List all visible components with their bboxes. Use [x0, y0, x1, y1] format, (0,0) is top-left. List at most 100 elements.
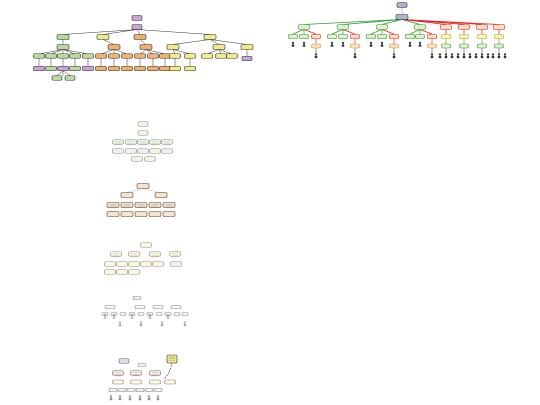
diagram-node-105	[162, 211, 176, 217]
diagram-node-136	[137, 363, 147, 367]
diagram-edge-26	[218, 49, 233, 55]
person-icon	[392, 53, 396, 59]
root-child-node	[395, 14, 409, 20]
person-icon-head	[341, 41, 345, 45]
diagram-node-149	[144, 387, 154, 393]
person-icon-head	[450, 53, 454, 56]
diagram-node-64	[405, 33, 415, 40]
diagram-node-18	[95, 53, 107, 59]
diagram-node-125	[101, 312, 109, 316]
person-icon	[408, 41, 412, 47]
person-icon	[156, 395, 160, 401]
diagram-node-67	[441, 33, 451, 40]
diagram-edge-47	[381, 19, 403, 25]
diagram-node-73	[389, 43, 399, 49]
diagram-node-84	[149, 139, 161, 145]
person-icon	[330, 41, 334, 47]
person-icon-body	[462, 55, 466, 59]
diagram-node-87	[125, 148, 137, 154]
diagram-node-110	[169, 251, 181, 257]
person-icon-head	[166, 313, 170, 316]
person-icon-head	[112, 313, 116, 316]
note-box	[166, 354, 178, 364]
diagram-node-38	[147, 65, 159, 72]
person-icon	[341, 41, 345, 47]
person-icon-body	[468, 55, 472, 59]
person-icon-body	[392, 55, 396, 59]
diagram-node-90	[161, 148, 173, 154]
diagram-node-131	[155, 312, 163, 316]
person-icon-body	[330, 44, 334, 47]
diagram-edge-4	[136, 29, 211, 35]
diagram-node-29	[33, 65, 45, 72]
diagram-node-27	[215, 53, 227, 59]
diagram-node-120	[132, 295, 142, 301]
diagram-edge-2	[102, 29, 138, 35]
note-connector	[163, 362, 173, 380]
diagram-node-132	[164, 312, 172, 316]
person-icon-head	[474, 53, 478, 56]
diagram-edge-20	[145, 49, 154, 55]
diagram-edge-1	[62, 29, 138, 35]
diagram-node-116	[170, 261, 182, 267]
diagram-node-41	[184, 65, 196, 72]
person-icon	[438, 53, 442, 59]
diagram-node-108	[128, 251, 140, 257]
diagram-node-21	[134, 53, 146, 59]
diagram-node-55	[288, 33, 298, 40]
diagram-node-16	[69, 53, 81, 59]
diagram-node-135	[118, 358, 130, 364]
person-icon-head	[291, 41, 295, 45]
person-icon-body	[156, 397, 160, 401]
diagram-node-142	[130, 379, 142, 385]
diagram-node-128	[128, 312, 136, 316]
diagram-node-126	[110, 312, 118, 316]
diagram-node-28	[226, 53, 238, 59]
diagram-node-10	[166, 44, 180, 50]
person-icon-body	[438, 55, 442, 59]
person-icon-head	[109, 395, 113, 398]
person-icon-head	[456, 53, 460, 56]
diagram-node-19	[108, 53, 120, 59]
person-icon-head	[392, 53, 396, 56]
diagram-node-117	[104, 269, 116, 275]
diagram-node-89	[149, 148, 161, 154]
diagram-edge-86	[142, 188, 162, 193]
person-icon-head	[491, 53, 495, 56]
diagram-edge-43	[62, 70, 71, 76]
diagram-node-141	[112, 379, 124, 385]
person-icon-body	[118, 397, 122, 401]
person-icon-head	[128, 395, 132, 398]
diagram-node-115	[152, 261, 164, 267]
diagram-edge-19	[139, 49, 147, 55]
person-icon	[503, 53, 507, 59]
diagram-node-74	[427, 43, 437, 49]
diagram-node-139	[130, 370, 142, 376]
diagram-node-72	[350, 43, 360, 49]
person-icon	[497, 53, 501, 59]
diagram-node-81	[112, 139, 124, 145]
person-icon	[430, 53, 434, 59]
diagram-node-32	[69, 65, 81, 72]
person-icon-body	[139, 323, 143, 327]
person-icon-head	[468, 53, 472, 56]
person-icon-head	[160, 321, 164, 324]
person-icon-head	[444, 53, 448, 56]
person-icon	[486, 53, 490, 59]
person-icon-body	[112, 316, 116, 319]
diagram-node-56	[299, 33, 309, 40]
person-icon-body	[380, 44, 384, 47]
diagram-node-1	[131, 15, 143, 21]
diagram-node-57	[311, 33, 321, 40]
diagram-node-47	[298, 24, 310, 30]
diagram-node-15	[57, 53, 69, 59]
person-icon-body	[369, 44, 373, 47]
diagram-node-96	[106, 202, 120, 208]
person-icon	[450, 53, 454, 59]
diagram-edge-24	[206, 49, 220, 55]
diagram-edge-52	[401, 19, 500, 25]
diagram-node-83	[137, 139, 149, 145]
diagram-node-63	[389, 33, 399, 40]
diagram-edge-8	[172, 39, 211, 45]
